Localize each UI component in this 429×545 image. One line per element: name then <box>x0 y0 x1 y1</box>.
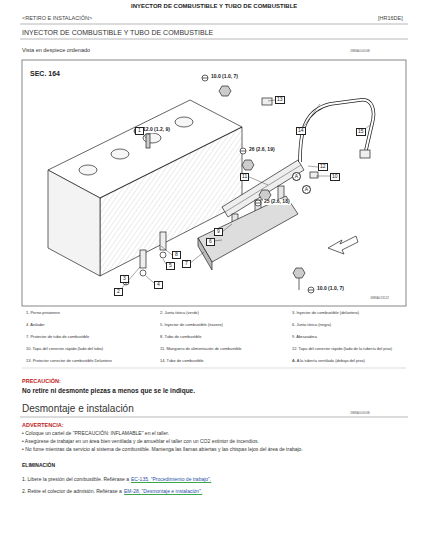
legend-item: 1. Perno prisionero <box>26 311 151 316</box>
callout-number: 6 <box>206 238 215 246</box>
torque-value: 26 (2.6, 19) <box>248 147 276 153</box>
legend-item: 4. Aislador <box>26 323 151 328</box>
callout-number: 8 <box>172 251 181 259</box>
callout-number: 1 <box>135 127 144 135</box>
link-text: EC-135, "Procedimiento de trabajo". <box>131 477 211 483</box>
legend-item: 9. Abrazadera <box>292 335 402 340</box>
callout-number: 10 <box>330 173 340 181</box>
caution-label: PRECAUCIÓN: <box>22 378 61 384</box>
header-text: <RETIRO E INSTALACIÓN> <box>22 15 92 21</box>
subtitle: Vista en despiece ordenado <box>22 47 90 53</box>
figure-code: JMBIA0000GB <box>350 50 370 53</box>
section-number: SEC. 164 <box>30 70 60 78</box>
legend-item: 7. Protector de tubo de combustible <box>26 335 151 340</box>
callout-number: 13 <box>275 96 285 104</box>
legend-item: 10. Tapa del conector rápido (lado del t… <box>26 347 151 352</box>
caution-label: ADVERTENCIA: <box>22 422 64 428</box>
callout-number: 11 <box>240 173 249 181</box>
torque-value: 10.0 (1.0, 7) <box>316 286 345 292</box>
callout-number: 14 <box>296 127 306 135</box>
callout-number: 3 <box>120 275 129 283</box>
torque-value: 25 (2.6, 18) <box>263 199 291 205</box>
legend-item: 2. Junta tórica (verde) <box>160 311 285 316</box>
legend-item: 14. Tubo de combustible <box>160 359 285 364</box>
callout-number: 2 <box>114 288 123 296</box>
figure-code: JMBIA0185ZZ <box>370 297 389 300</box>
legend-item: 8. Tubo de combustible <box>160 335 285 340</box>
torque-value: 10.0 (1.0, 7) <box>210 74 239 80</box>
page-title: INYECTOR DE COMBUSTIBLE Y TUBO DE COMBUS… <box>131 3 297 10</box>
legend-item: 12. Tapa del conector rápido (lado de la… <box>292 347 402 352</box>
section-title: INYECTOR DE COMBUSTIBLE Y TUBO DE COMBUS… <box>22 29 213 37</box>
legend-item: 3. Inyector de combustible (delantero) <box>292 311 402 316</box>
callout-number: 7 <box>182 260 191 268</box>
callout-letter: A <box>292 172 301 181</box>
body-text: 1. Libere la presión del combustible. Re… <box>22 477 129 483</box>
callout-number: 15 <box>356 128 366 136</box>
callout-number: 4 <box>154 281 163 289</box>
figure-code: JMBIA0000GB <box>350 412 370 415</box>
legend-item: 11. Manguera de alimentación de combusti… <box>160 347 285 352</box>
body-text: • No fume mientras da servicio al sistem… <box>22 447 303 453</box>
body-text: 2. Retire el colector de admisión. Refié… <box>22 489 122 495</box>
callout-letter: A <box>302 185 311 194</box>
callout-number: 12 <box>318 163 328 171</box>
legend-item: 13. Protector conector de combustible De… <box>26 359 151 364</box>
torque-value: 12.0 (1.2, 9) <box>142 127 171 133</box>
legend-item: A. A la tubería ventilada (debajo del pi… <box>292 359 402 364</box>
body-text: • Coloque un cartel de "PRECAUCIÓN: INFL… <box>22 431 169 437</box>
header-text: [HR16DE] <box>378 15 403 21</box>
body-text: • Asegúrese de trabajar en un área bien … <box>22 439 259 445</box>
caution-text: No retire ni desmonte piezas a menos que… <box>22 387 195 394</box>
link-text: EM-28, "Desmontaje e instalación". <box>124 489 202 495</box>
callout-number: 9 <box>214 228 223 236</box>
heading: Desmontaje e instalación <box>22 403 134 415</box>
legend-item: 5. Inyector de combustible (trasero) <box>160 323 285 328</box>
callout-number: 5 <box>166 262 175 270</box>
legend-item: 6. Junta tórica (negra) <box>292 323 402 328</box>
step-heading: ELIMINACIÓN <box>22 463 55 469</box>
